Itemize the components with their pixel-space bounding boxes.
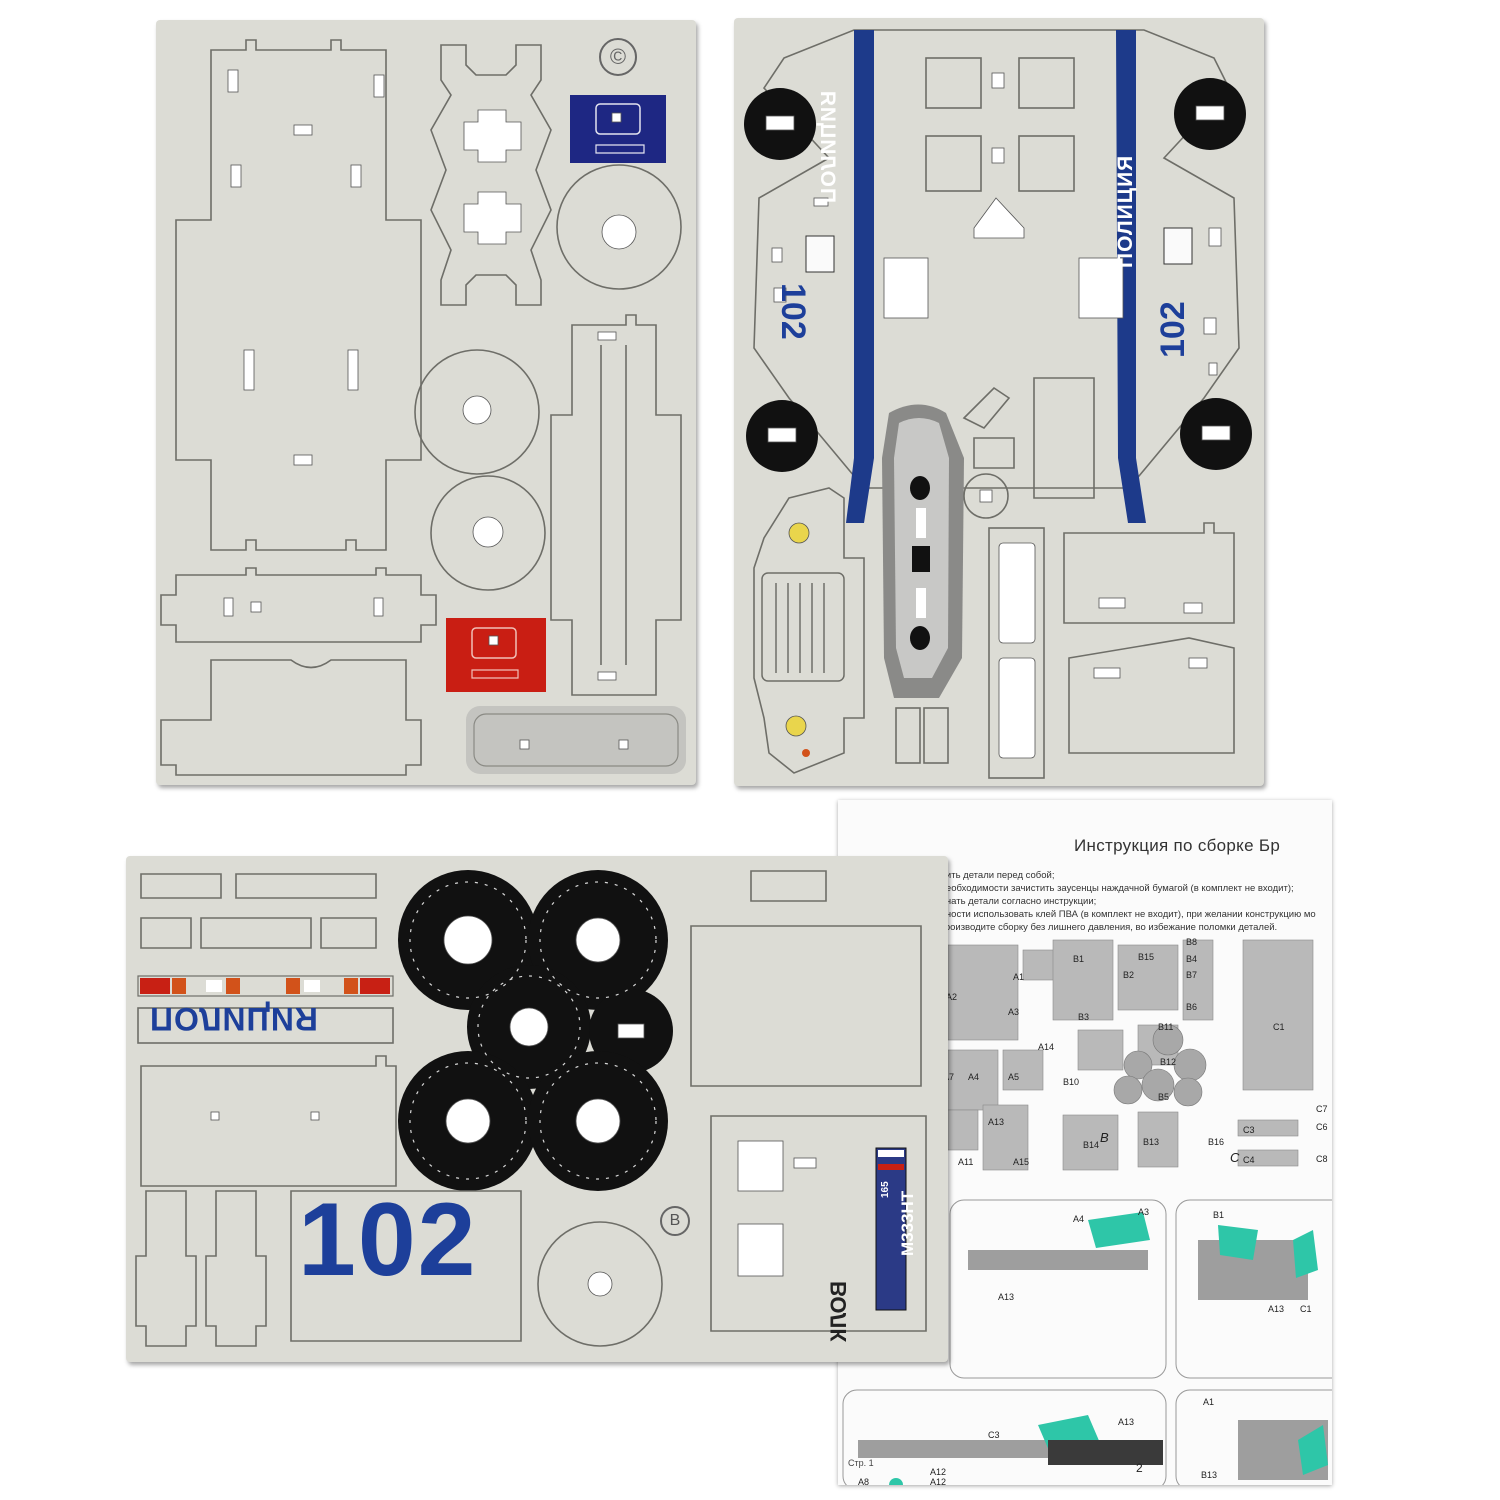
license-plate-region: 165 — [880, 1181, 891, 1198]
leaflet-line: ...ить детали перед собой; — [938, 870, 1055, 881]
part-label: A4 — [1073, 1214, 1084, 1224]
section-letter: B — [1100, 1130, 1109, 1145]
part-label: A15 — [1013, 1157, 1029, 1167]
number-left: 102 — [774, 283, 812, 340]
part-label: C8 — [1316, 1154, 1328, 1164]
part-label: C3 — [988, 1430, 1000, 1440]
part-label: A12 — [930, 1477, 946, 1485]
part-label: B7 — [1186, 970, 1197, 980]
stripe-label-right: ПОЛИЦИЯ — [1114, 154, 1137, 268]
part-label: B1 — [1213, 1210, 1224, 1220]
part-label: A14 — [1038, 1042, 1054, 1052]
part-label: B2 — [1123, 970, 1134, 980]
part-label: A8 — [858, 1477, 869, 1485]
part-label: C4 — [1243, 1155, 1255, 1165]
sheet-letter-mark: B — [660, 1206, 690, 1236]
part-label: B15 — [1138, 952, 1154, 962]
sheet-c-cutlines — [135, 870, 927, 1347]
part-label: B1 — [1073, 954, 1084, 964]
part-label: A13 — [1118, 1417, 1134, 1427]
part-label: B11 — [1158, 1022, 1173, 1032]
part-label: A13 — [1268, 1304, 1284, 1314]
license-plate-number: М333НТ — [898, 1190, 917, 1256]
part-label: B10 — [1063, 1077, 1079, 1087]
copyright-mark: © — [599, 38, 637, 76]
part-label: A12 — [930, 1467, 946, 1477]
leaflet-line: ...нать детали согласно инструкции; — [938, 896, 1097, 907]
part-label: A7 — [943, 1072, 954, 1082]
parts-sheet-b: ПОЛИЦИЯ ПОЛИЦИЯ 102 102 — [734, 18, 1264, 786]
part-label: C1 — [1273, 1022, 1285, 1032]
brand-emblem: ВОЛК — [826, 1281, 851, 1342]
part-label: B3 — [1078, 1012, 1089, 1022]
part-label: A4 — [968, 1072, 979, 1082]
part-label: B4 — [1186, 954, 1197, 964]
parts-sheet-c: ПОЛИЦИЯ 102 B М333НТ 165 ВОЛК — [126, 856, 948, 1362]
part-label: B13 — [1143, 1137, 1159, 1147]
part-label: C1 — [1300, 1304, 1312, 1314]
section-letter: C — [1230, 1150, 1240, 1165]
part-label: C7 — [1316, 1104, 1328, 1114]
step-number: 2 — [1136, 1461, 1143, 1475]
part-label: A2 — [946, 992, 957, 1002]
part-label: B12 — [1160, 1057, 1176, 1067]
part-label: B14 — [1083, 1140, 1099, 1150]
sheet-a-cutlines — [160, 39, 686, 776]
part-label: A11 — [958, 1157, 973, 1167]
leaflet-line: Производите сборку без лишнего давления,… — [938, 922, 1278, 933]
leaflet-footer: Стр. 1 — [848, 1458, 874, 1468]
part-label: C6 — [1316, 1122, 1328, 1132]
part-label: B13 — [1201, 1470, 1217, 1480]
part-label: A3 — [1138, 1207, 1149, 1217]
part-label: B5 — [1158, 1092, 1169, 1102]
sheet-b-cutlines — [744, 29, 1252, 779]
leaflet-line: ...ности использовать клей ПВА (в компле… — [938, 909, 1316, 920]
part-label: A1 — [1013, 972, 1024, 982]
wheel-set — [398, 870, 673, 1191]
leaflet-title: Инструкция по сборке Бр — [1074, 836, 1281, 855]
police-word-plate: ПОЛИЦИЯ — [150, 1001, 319, 1037]
leaflet-line: ...еобходимости зачистить заусенцы нажда… — [938, 883, 1294, 894]
part-label: A1 — [1203, 1397, 1214, 1407]
part-label: A3 — [1008, 1007, 1019, 1017]
part-label: A13 — [988, 1117, 1004, 1127]
leaflet-diagrams: A1 A2 A3 A4 A5 A7 A11 A13 A14 A15 B1 B2 … — [842, 937, 1332, 1485]
number-102-plate: 102 — [298, 1182, 478, 1298]
part-label: A13 — [998, 1292, 1014, 1302]
stripe-label-left: ПОЛИЦИЯ — [816, 89, 839, 203]
part-label: B8 — [1186, 937, 1197, 947]
part-label: A5 — [1008, 1072, 1019, 1082]
parts-sheet-a: © — [156, 20, 696, 785]
part-label: B6 — [1186, 1002, 1197, 1012]
part-label: C3 — [1243, 1125, 1255, 1135]
number-right: 102 — [1154, 301, 1192, 358]
part-label: B16 — [1208, 1137, 1224, 1147]
